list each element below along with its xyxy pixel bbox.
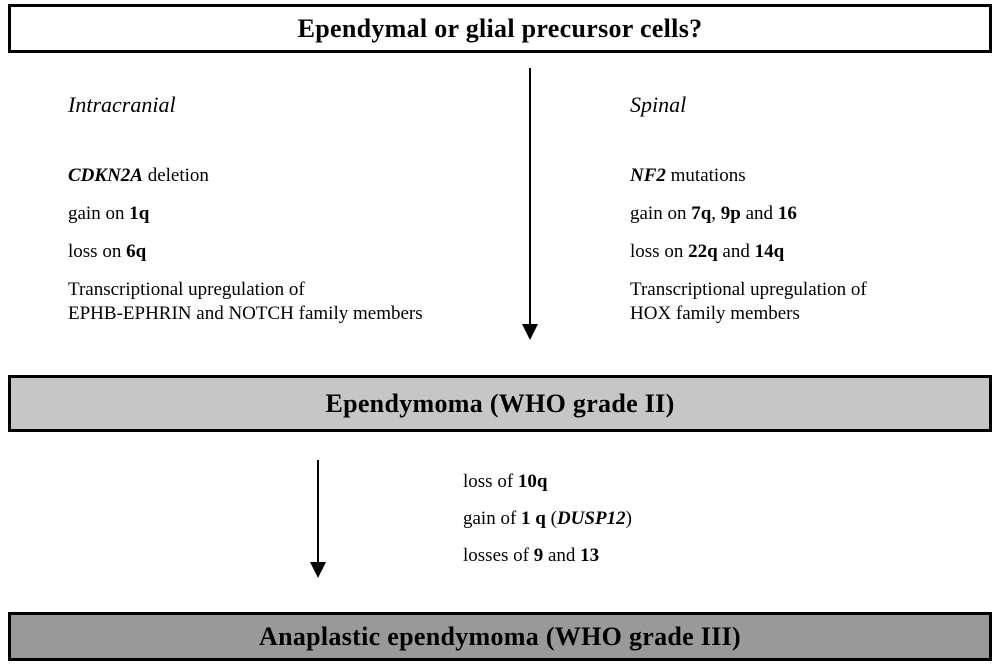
arrow-head <box>522 324 538 340</box>
intracranial-heading: Intracranial <box>68 92 176 117</box>
ependymoma-grade2-box: Ependymoma (WHO grade II) <box>8 375 992 432</box>
precursor-cells-box: Ependymal or glial precursor cells? <box>8 4 992 53</box>
intracranial-item-loss-6q: loss on 6q <box>68 241 147 262</box>
ependymoma-grade2-label: Ependymoma (WHO grade II) <box>325 388 675 418</box>
precursor-cells-label: Ependymal or glial precursor cells? <box>297 13 703 43</box>
spinal-item-nf2: NF2 mutations <box>630 165 746 186</box>
event-loss-10q: loss of 10q <box>463 471 548 492</box>
spinal-item-gains: gain on 7q, 9p and 16 <box>630 203 797 224</box>
arrow-shaft <box>529 68 531 325</box>
spinal-heading: Spinal <box>630 92 687 117</box>
anaplastic-grade3-label: Anaplastic ependymoma (WHO grade III) <box>259 621 741 651</box>
arrow-head <box>310 562 326 578</box>
spinal-column: Spinal NF2 mutations gain on 7q, 9p and … <box>630 92 980 340</box>
spinal-item-losses: loss on 22q and 14q <box>630 241 785 262</box>
intracranial-item-cdkn2a: CDKN2A deletion <box>68 165 209 186</box>
event-gain-1q-dusp12: gain of 1 q (DUSP12) <box>463 508 632 529</box>
intracranial-column: Intracranial CDKN2A deletion gain on 1q … <box>68 92 508 340</box>
intracranial-item-gain-1q: gain on 1q <box>68 203 150 224</box>
arrow-shaft <box>317 460 319 563</box>
progression-events: loss of 10q gain of 1 q (DUSP12) losses … <box>463 470 763 581</box>
anaplastic-grade3-box: Anaplastic ependymoma (WHO grade III) <box>8 612 992 661</box>
event-losses-9-13: losses of 9 and 13 <box>463 545 600 566</box>
